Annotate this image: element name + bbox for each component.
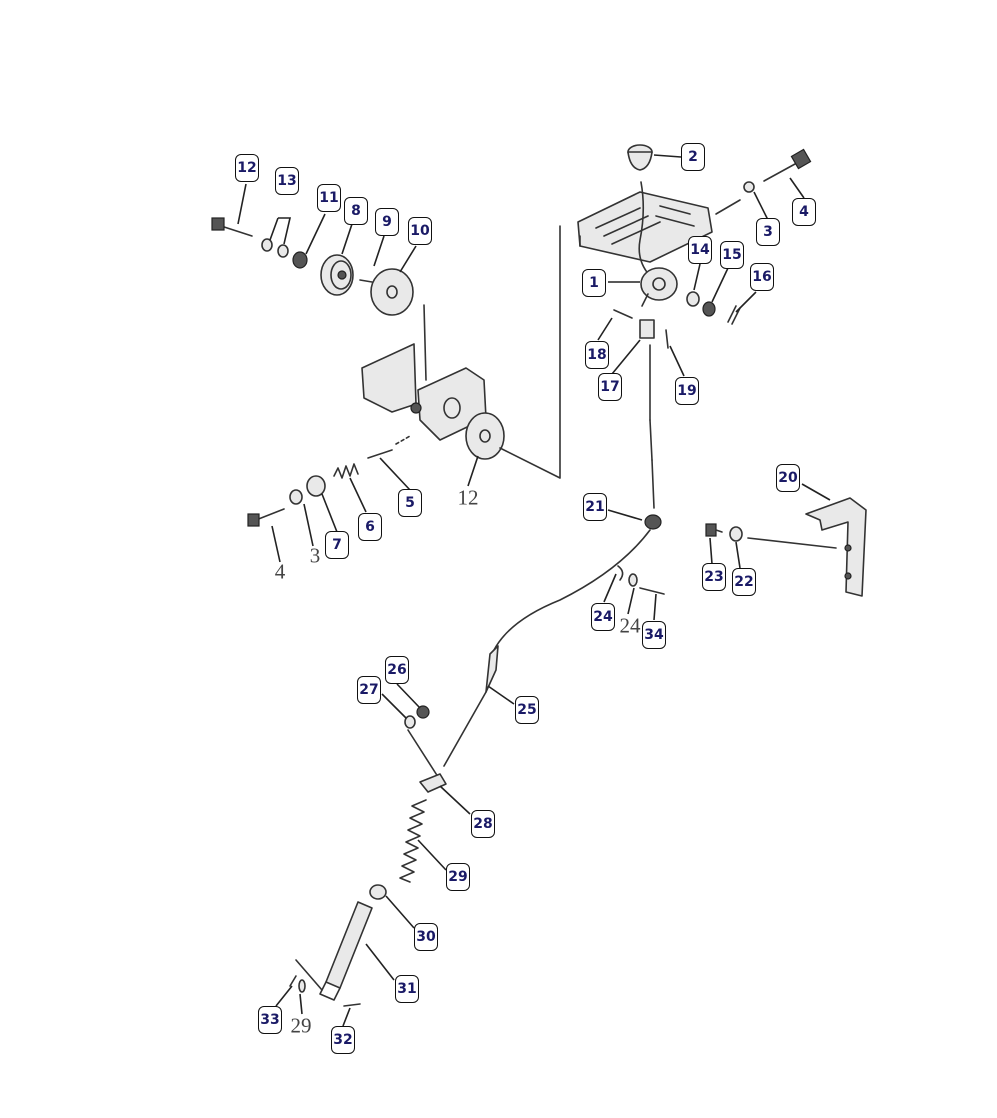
leader-lines: [237, 154, 831, 1027]
callout-34: 34: [642, 621, 666, 649]
small-nut-part: [743, 181, 755, 193]
callout-9: 9: [375, 208, 399, 236]
plain-label-29: 29: [290, 1013, 312, 1038]
washers-13-part: [261, 238, 289, 258]
callout-6: 6: [358, 513, 382, 541]
callout-18: 18: [585, 341, 609, 369]
cylinder-31-part: [295, 901, 373, 1001]
callout-4: 4: [792, 198, 816, 226]
knob-part: [627, 144, 653, 171]
callout-25: 25: [515, 696, 539, 724]
bolt-34-part: [639, 587, 665, 595]
callout-32: 32: [331, 1026, 355, 1054]
bolt-23-part: [705, 523, 723, 537]
callout-12: 12: [235, 154, 259, 182]
pins-32-33-parts: [289, 975, 361, 1007]
clip-24-part: [617, 565, 638, 587]
long-bolt-part: [715, 148, 812, 215]
bracket-part: [361, 304, 487, 441]
lever-housing-part: [577, 191, 713, 263]
pin-9-part: [359, 279, 373, 283]
callout-13: 13: [275, 167, 299, 195]
callout-17: 17: [598, 373, 622, 401]
callout-7: 7: [325, 531, 349, 559]
callout-22: 22: [732, 568, 756, 596]
callout-30: 30: [414, 923, 438, 951]
callout-29: 29: [446, 863, 470, 891]
cable-21-part: [443, 344, 662, 767]
nut-26-27-parts: [404, 705, 441, 781]
washer-10-part: [370, 268, 414, 316]
bracket-20-part: [805, 497, 867, 597]
callout-15: 15: [720, 241, 744, 269]
callout-3: 3: [756, 218, 780, 246]
callout-1: 1: [582, 269, 606, 297]
callout-24: 24: [591, 603, 615, 631]
callout-5: 5: [398, 489, 422, 517]
callout-33: 33: [258, 1006, 282, 1034]
callout-19: 19: [675, 377, 699, 405]
spring-6-part: [333, 463, 359, 479]
washer-12-center-part: [465, 412, 505, 460]
callout-11: 11: [317, 184, 341, 212]
dashed-link-path: [499, 225, 561, 479]
callout-28: 28: [471, 810, 495, 838]
callout-20: 20: [776, 464, 800, 492]
washer-22-part: [729, 526, 837, 549]
bolt-4-part: [247, 508, 285, 527]
bolt-12-part: [211, 217, 253, 237]
cap-7-part: [306, 475, 326, 497]
callout-14: 14: [688, 236, 712, 264]
plain-label-3: 3: [309, 543, 321, 568]
callout-23: 23: [702, 563, 726, 591]
joint-block-parts: [613, 309, 669, 349]
callout-27: 27: [357, 676, 381, 704]
collar-30-part: [369, 884, 387, 900]
callout-10: 10: [408, 217, 432, 245]
spring-29-part: [399, 799, 427, 883]
callout-8: 8: [344, 197, 368, 225]
pulley-8-part: [320, 254, 354, 296]
callout-31: 31: [395, 975, 419, 1003]
pin-5-part: [367, 435, 411, 459]
plate-28-part: [419, 773, 447, 793]
plain-label-4: 4: [274, 559, 286, 584]
washer-nut-pin-parts: [686, 291, 741, 325]
plain-label-12: 12: [457, 485, 479, 510]
shift-lever-part: [638, 181, 678, 307]
nut-11-part: [292, 251, 308, 269]
callout-26: 26: [385, 656, 409, 684]
plain-label-24: 24: [619, 613, 641, 638]
callout-2: 2: [681, 143, 705, 171]
callout-16: 16: [750, 263, 774, 291]
nut-3-part: [289, 489, 303, 505]
callout-21: 21: [583, 493, 607, 521]
